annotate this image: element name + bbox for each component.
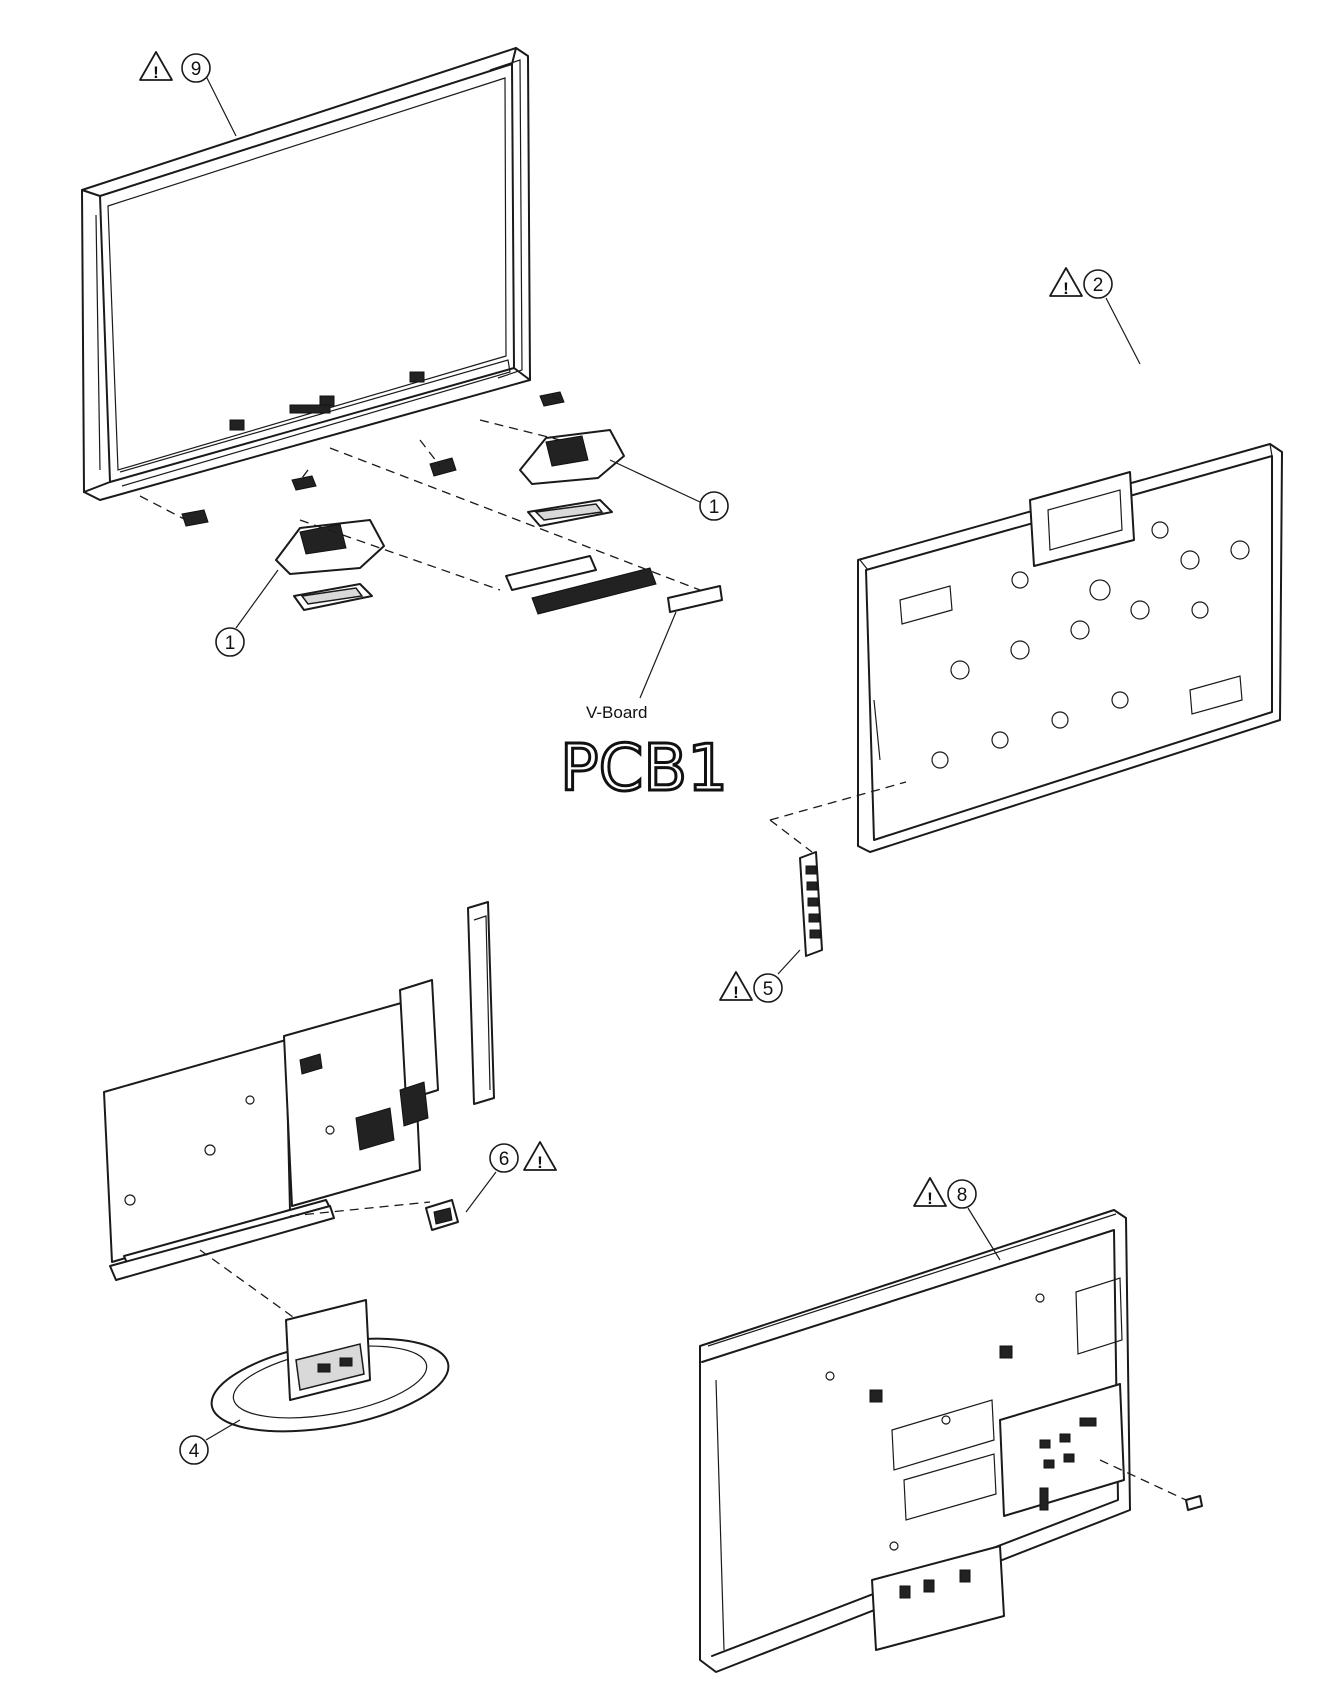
- svg-text:5: 5: [763, 979, 774, 1000]
- warning-icon-back-cover: !: [913, 1177, 947, 1208]
- callout-back-plate: 2: [1083, 269, 1113, 299]
- warning-icon-speaker-module: !: [719, 971, 753, 1002]
- callout-pedestal: 4: [179, 1435, 209, 1465]
- callout-speaker-module: 5: [753, 973, 783, 1003]
- callout-bracket-right: 1: [699, 491, 729, 521]
- leader-lines: [203, 71, 1141, 1441]
- callout-back-cover: 8: [947, 1179, 977, 1209]
- svg-text:!: !: [153, 63, 159, 82]
- assembly-lines-front: [139, 395, 701, 591]
- svg-text:!: !: [537, 1153, 543, 1172]
- warning-icon-back-plate: !: [1049, 267, 1083, 298]
- callout-cord-holder: 6: [489, 1143, 519, 1173]
- svg-text:!: !: [1063, 279, 1069, 298]
- svg-text:!: !: [927, 1189, 933, 1208]
- main-chassis-part: [103, 901, 495, 1323]
- warning-icon-cord-holder: !: [523, 1141, 557, 1172]
- handwritten-note: PCB1: [560, 732, 728, 806]
- svg-text:!: !: [733, 983, 739, 1002]
- svg-text:4: 4: [189, 1441, 200, 1462]
- svg-text:1: 1: [225, 633, 236, 654]
- control-buttons-part: [505, 555, 657, 615]
- callout-front-cabinet: 9: [181, 53, 211, 83]
- svg-text:2: 2: [1093, 275, 1104, 296]
- svg-text:6: 6: [499, 1149, 510, 1170]
- back-cover-part: [699, 1209, 1203, 1673]
- warning-icon-front-cabinet: !: [139, 51, 173, 82]
- bracket-left-part: [181, 475, 385, 611]
- svg-text:1: 1: [709, 497, 720, 518]
- bracket-right-part: [429, 391, 625, 527]
- speaker-module-part: [769, 781, 907, 957]
- cord-holder-part: [425, 1199, 459, 1231]
- back-plate-part: [857, 443, 1283, 853]
- front-cabinet-part: [81, 47, 531, 501]
- svg-text:9: 9: [191, 59, 202, 80]
- v-board-label: V-Board: [586, 703, 647, 722]
- v-board-part: [667, 585, 723, 613]
- svg-text:8: 8: [957, 1185, 968, 1206]
- pedestal-part: [210, 1299, 450, 1433]
- callout-bracket-left: 1: [215, 627, 245, 657]
